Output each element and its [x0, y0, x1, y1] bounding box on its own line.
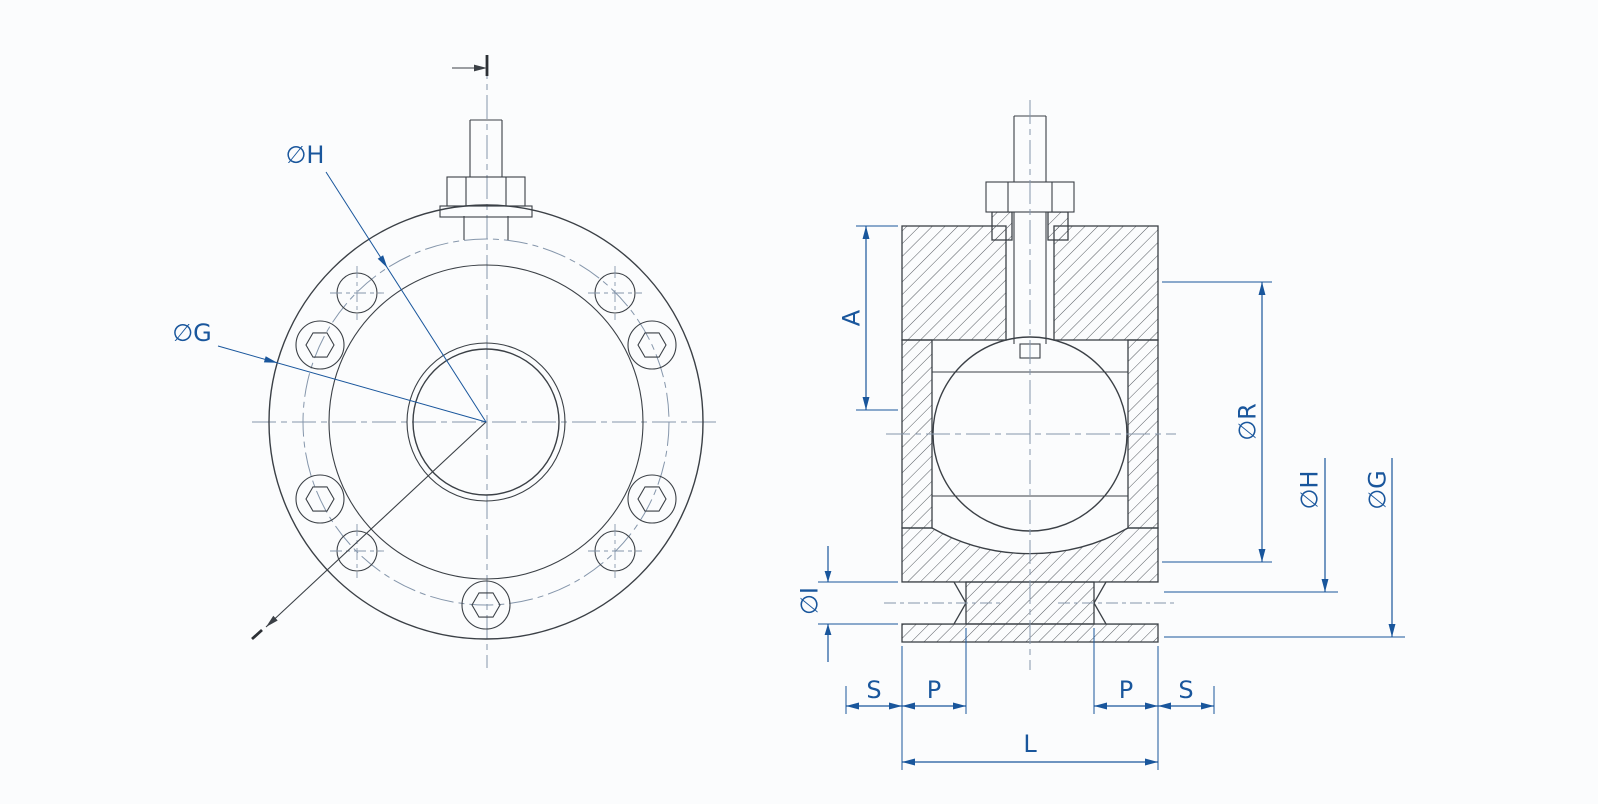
bolt-hole — [329, 265, 385, 321]
front-label-diameter-h: ∅H — [286, 141, 325, 169]
leader-h-arrow — [377, 255, 388, 268]
front-stem-assembly — [439, 119, 533, 240]
dim-label-s-left: S — [866, 676, 881, 704]
bolt-hole — [587, 523, 643, 579]
front-view: ∅H ∅G — [172, 55, 718, 668]
leader-g — [217, 345, 487, 423]
body-top-left — [901, 225, 1007, 341]
body-top-right — [1053, 225, 1159, 341]
sight-arrow-top — [474, 64, 487, 72]
dim-label-diameter-r: ∅R — [1233, 403, 1261, 441]
front-dimensions: ∅H ∅G — [172, 141, 487, 423]
section-dimensions: A ∅R ∅H ∅G ∅I S P P S L — [795, 225, 1405, 770]
dim-label-l: L — [1023, 730, 1037, 758]
dim-label-p-right: P — [1119, 676, 1133, 704]
dim-label-diameter-g: ∅G — [1363, 470, 1391, 510]
bolt-hole — [587, 265, 643, 321]
hex-bolts — [295, 320, 677, 630]
section-view: A ∅R ∅H ∅G ∅I S P P S L — [795, 100, 1405, 770]
dim-label-diameter-h: ∅H — [1295, 471, 1323, 510]
cutting-plane-diagonal — [265, 421, 487, 628]
dim-label-diameter-i: ∅I — [795, 587, 823, 615]
bolt-circle — [302, 238, 670, 606]
dim-label-a: A — [837, 309, 865, 326]
flange-outer-circle — [268, 204, 704, 640]
bolt-hole — [329, 523, 385, 579]
gland-nut — [446, 176, 526, 207]
bore-circle — [412, 348, 560, 496]
hex-bolt — [627, 474, 677, 524]
sight-arrow-bottom — [266, 615, 278, 627]
packing-gland-right — [1047, 211, 1069, 241]
raised-face-circle — [328, 264, 644, 580]
bore-chamfer-circle — [406, 342, 566, 502]
front-label-diameter-g: ∅G — [172, 319, 212, 347]
cutting-plane-tick-bottom — [251, 628, 263, 641]
leader-h — [325, 171, 487, 423]
leader-g-arrow — [263, 356, 278, 363]
section-plane-marks — [251, 55, 489, 641]
dim-label-p-left: P — [927, 676, 941, 704]
packing-gland-left — [991, 211, 1013, 241]
dim-label-s-right: S — [1178, 676, 1193, 704]
